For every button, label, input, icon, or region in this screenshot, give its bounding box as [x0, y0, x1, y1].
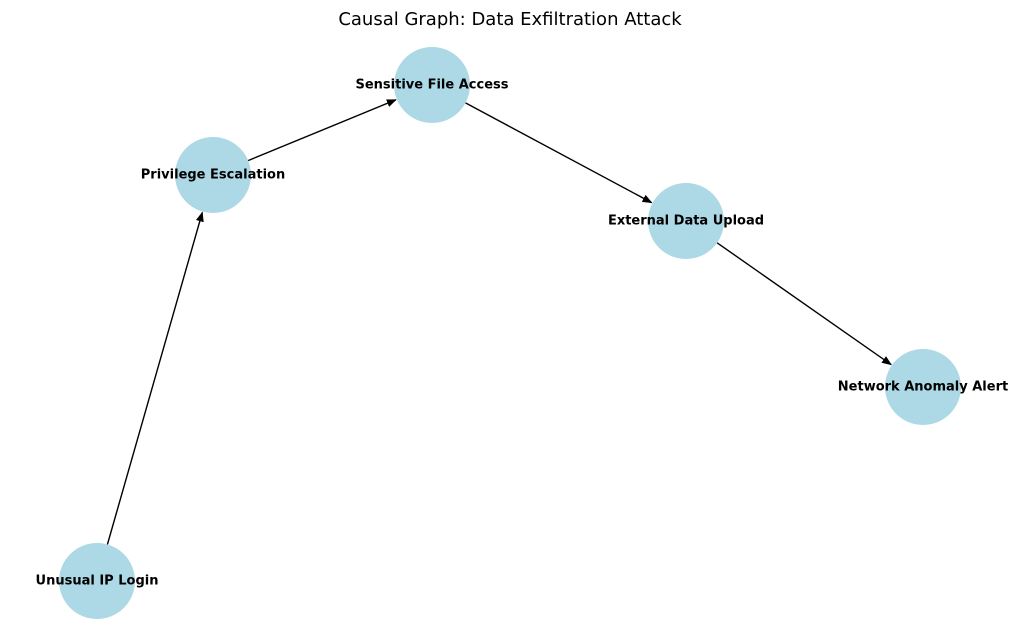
edge-external-data-upload-to-network-anomaly-alert [716, 242, 892, 366]
edge-privilege-escalation-to-sensitive-file-access [247, 99, 397, 162]
node-circle [648, 183, 724, 259]
node-label: External Data Upload [608, 214, 764, 229]
node-label: Sensitive File Access [355, 78, 508, 93]
edge-sensitive-file-access-to-external-data-upload [465, 102, 653, 204]
edges-layer [106, 99, 892, 545]
node-label: Network Anomaly Alert [838, 380, 1008, 395]
node-sensitive-file-access: Sensitive File Access [355, 47, 509, 123]
node-label: Unusual IP Login [36, 574, 159, 589]
node-network-anomaly-alert: Network Anomaly Alert [838, 349, 1008, 425]
node-circle [59, 543, 135, 619]
node-circle [885, 349, 961, 425]
diagram-title: Causal Graph: Data Exfiltration Attack [338, 9, 682, 30]
node-external-data-upload: External Data Upload [608, 183, 764, 259]
edge-unusual-ip-login-to-privilege-escalation [106, 211, 204, 545]
node-unusual-ip-login: Unusual IP Login [36, 543, 159, 619]
node-privilege-escalation: Privilege Escalation [141, 137, 285, 213]
node-label: Privilege Escalation [141, 168, 285, 183]
nodes-layer: Unusual IP Login Privilege Escalation Sens… [36, 47, 1008, 619]
node-circle [175, 137, 251, 213]
node-circle [394, 47, 470, 123]
